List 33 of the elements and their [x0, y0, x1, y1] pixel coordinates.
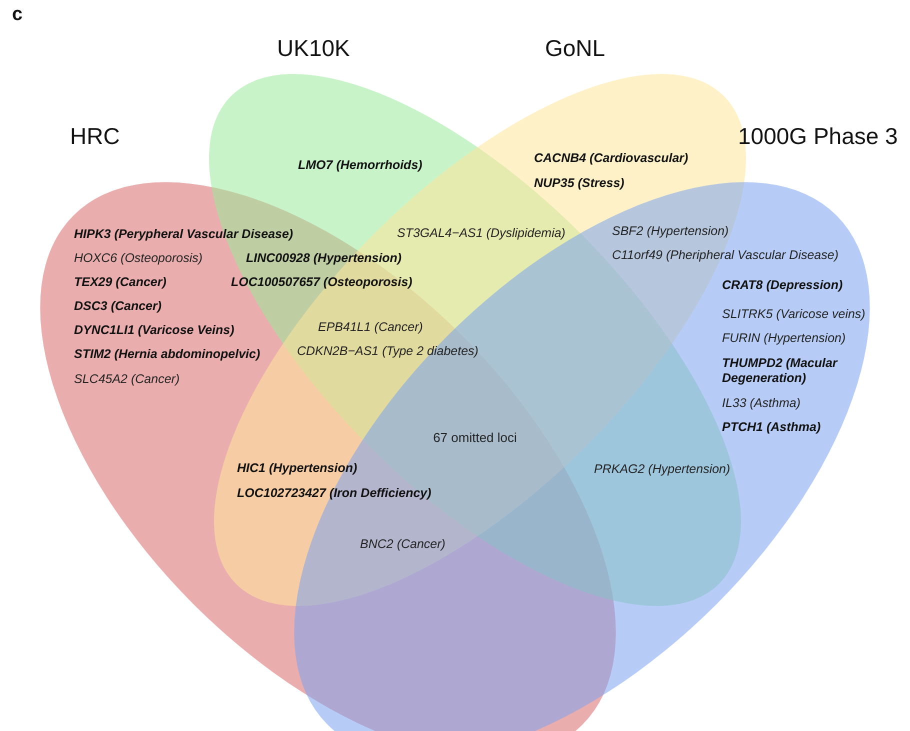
gene-label: LMO7 (Hemorrhoids): [298, 158, 422, 173]
gene-label: PTCH1 (Asthma): [722, 420, 821, 435]
gene-label: HIPK3 (Perypheral Vascular Disease): [74, 227, 294, 242]
gene-label: STIM2 (Hernia abdominopelvic): [74, 347, 260, 362]
gene-label: CACNB4 (Cardiovascular): [534, 151, 688, 166]
gene-label: FURIN (Hypertension): [722, 331, 846, 346]
gene-label: SLITRK5 (Varicose veins): [722, 307, 866, 322]
set-label: 1000G Phase 3: [738, 123, 898, 149]
gene-label: TEX29 (Cancer): [74, 275, 166, 290]
gene-label: ST3GAL4−AS1 (Dyslipidemia): [397, 226, 566, 241]
gene-label: C11orf49 (Pheripheral Vascular Disease): [612, 248, 838, 263]
gene-label: LINC00928 (Hypertension): [246, 251, 402, 266]
gene-label: LOC102723427 (Iron Defficiency): [237, 486, 432, 501]
set-label: UK10K: [277, 35, 350, 61]
gene-label: THUMPD2 (Macular Degeneration): [722, 356, 839, 386]
gene-label: DYNC1LI1 (Varicose Veins): [74, 323, 234, 338]
gene-label: IL33 (Asthma): [722, 396, 801, 411]
gene-label: LOC100507657 (Osteoporosis): [231, 275, 412, 290]
gene-label: PRKAG2 (Hypertension): [594, 462, 730, 477]
gene-label: NUP35 (Stress): [534, 176, 624, 191]
gene-label: SLC45A2 (Cancer): [74, 372, 180, 387]
set-label: GoNL: [545, 35, 606, 61]
count-label: 67 omitted loci: [432, 429, 518, 447]
panel-letter: c: [12, 4, 23, 26]
gene-label: SBF2 (Hypertension): [612, 224, 729, 239]
gene-label: HOXC6 (Osteoporosis): [74, 251, 203, 266]
set-label: HRC: [70, 123, 120, 149]
gene-label: HIC1 (Hypertension): [237, 461, 358, 476]
gene-label: EPB41L1 (Cancer): [318, 320, 423, 335]
gene-label: CDKN2B−AS1 (Type 2 diabetes): [297, 344, 478, 359]
gene-label: CRAT8 (Depression): [722, 278, 843, 293]
gene-label: DSC3 (Cancer): [74, 299, 162, 314]
gene-label: BNC2 (Cancer): [360, 537, 446, 552]
